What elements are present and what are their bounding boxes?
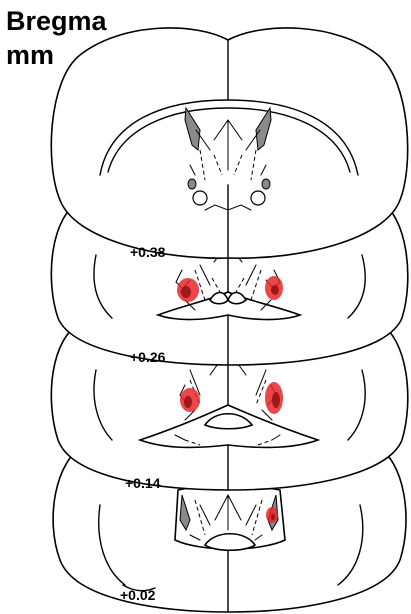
section-label-2: +0.26: [130, 349, 166, 365]
section-label-1: +0.38: [130, 244, 166, 260]
section-label-3: +0.14: [125, 475, 161, 491]
section-label-4: +0.02: [120, 587, 156, 603]
section-1: +0.38: [51, 28, 407, 260]
